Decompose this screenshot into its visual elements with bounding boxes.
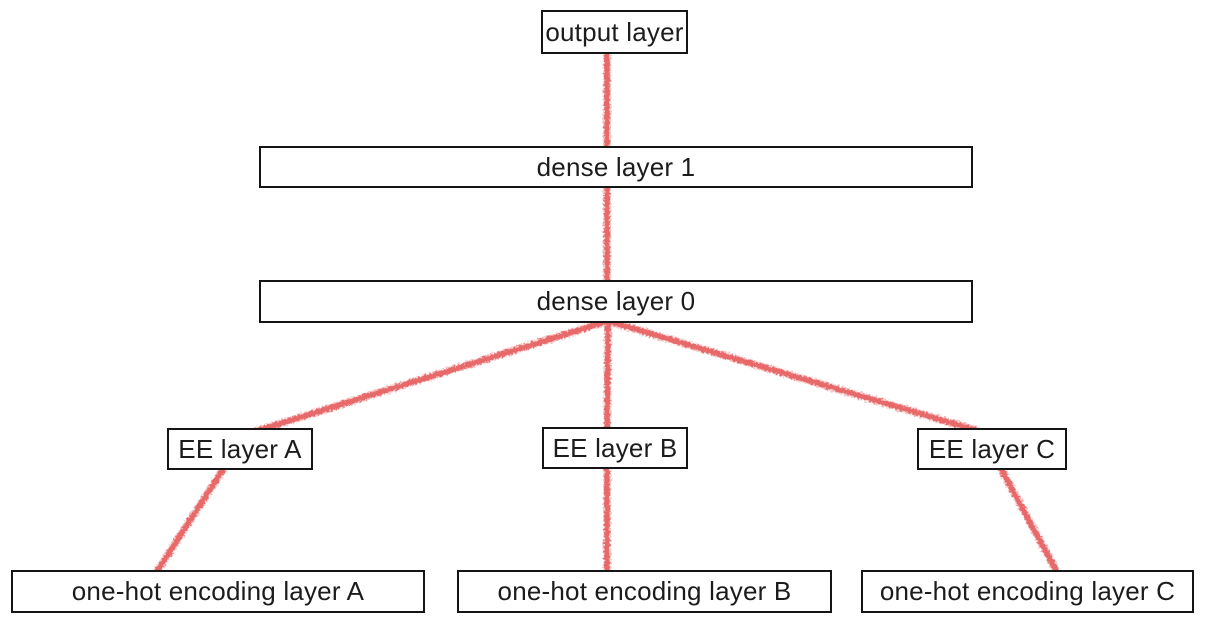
node-one-hot-encoding-layer-c: one-hot encoding layer C: [861, 570, 1194, 613]
node-ee-layer-b: EE layer B: [542, 427, 688, 469]
edge-ee-layer-a-to-one-hot-a: [153, 465, 227, 576]
node-one-hot-encoding-layer-a: one-hot encoding layer A: [11, 570, 425, 613]
node-dense-layer-0: dense layer 0: [259, 280, 973, 323]
edge-dense-layer-0-to-ee-layer-a: [250, 318, 611, 435]
edge-ee-layer-c-to-one-hot-c: [997, 464, 1060, 575]
node-ee-layer-a: EE layer A: [167, 428, 313, 470]
edge-dense-layer-0-to-ee-layer-b: [604, 318, 611, 435]
node-one-hot-encoding-layer-b: one-hot encoding layer B: [457, 570, 832, 613]
node-output-layer: output layer: [541, 10, 688, 54]
node-dense-layer-1: dense layer 1: [259, 146, 973, 188]
node-ee-layer-c: EE layer C: [917, 428, 1067, 470]
edge-dense-layer-0-to-ee-layer-c: [605, 318, 985, 435]
red-connection-lines: [152, 48, 1061, 577]
